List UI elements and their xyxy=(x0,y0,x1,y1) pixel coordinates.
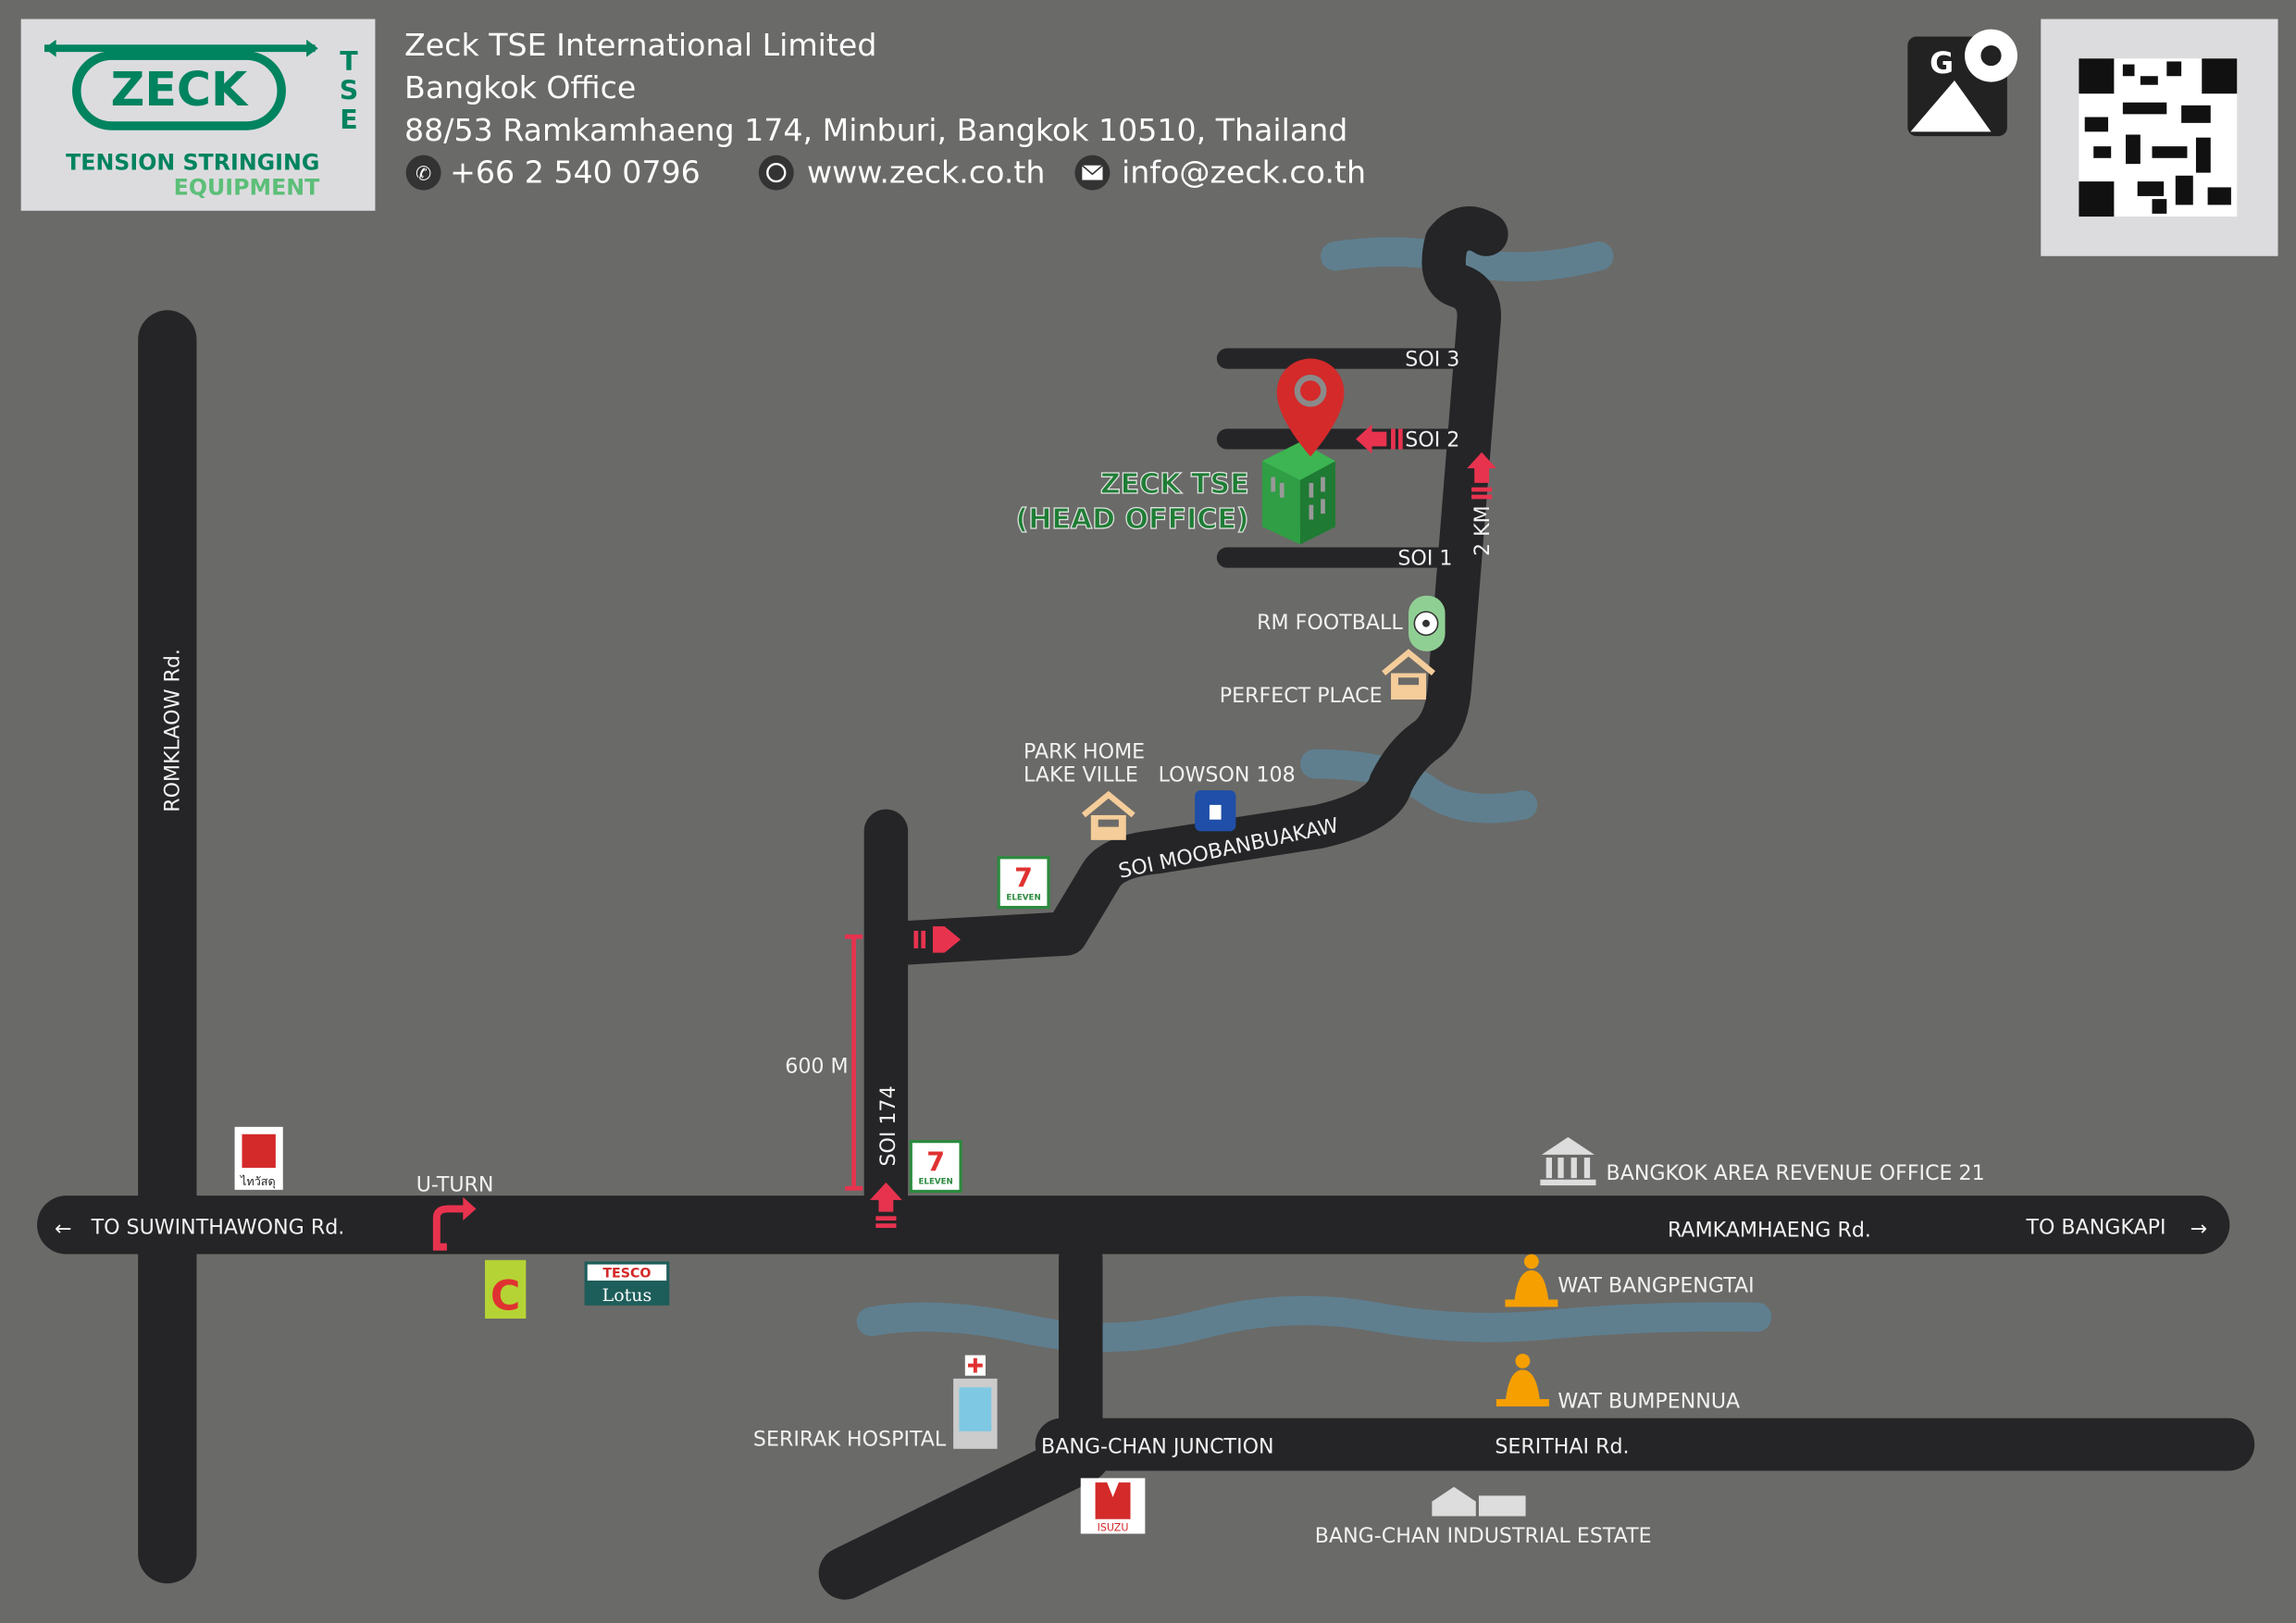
direction-arrows xyxy=(869,424,1496,1228)
svg-text:C: C xyxy=(490,1273,521,1320)
bigc-icon: C xyxy=(485,1259,527,1320)
landmark-park-home: PARK HOME xyxy=(1024,739,1145,763)
location-pin-icon xyxy=(1276,358,1345,457)
seven-eleven-wordmark: ELEVEN xyxy=(918,1178,952,1187)
landmark-wat-bangpengtai: WAT BANGPENGTAI xyxy=(1558,1274,1754,1298)
road-label-serithai: SERITHAI Rd. xyxy=(1495,1435,1629,1459)
svg-text:ISUZU: ISUZU xyxy=(1098,1521,1129,1533)
distance-2km: 2 KM xyxy=(1471,505,1495,556)
qr-code[interactable] xyxy=(2041,19,2278,256)
tesco-lotus-icon: TESCO Lotus xyxy=(584,1261,670,1306)
seven-eleven-icon: 7 ELEVEN xyxy=(909,1140,962,1194)
svg-text:S: S xyxy=(340,76,359,106)
road-label-romklaow: ROMKLAOW Rd. xyxy=(160,649,184,812)
landmark-industrial-estate: BANG-CHAN INDUSTRIAL ESTATE xyxy=(1315,1524,1652,1548)
direction-west: TO SUWINTHAWONG Rd. xyxy=(91,1215,345,1239)
svg-text:T: T xyxy=(340,46,358,77)
svg-text:ไทวัสดุ: ไทวัสดุ xyxy=(240,1174,276,1189)
isuzu-icon: ISUZU xyxy=(1080,1478,1146,1534)
email-icon xyxy=(1074,155,1111,191)
seven-eleven-wordmark: ELEVEN xyxy=(1006,894,1040,903)
uturn-label: U-TURN xyxy=(416,1172,494,1196)
thaiwatsadu-icon: ไทวัสดุ xyxy=(234,1126,283,1190)
website-link[interactable]: www.zeck.co.th xyxy=(807,155,1045,191)
landmark-serirak-hospital: SERIRAK HOSPITAL xyxy=(753,1428,947,1452)
house-icon xyxy=(1081,790,1136,840)
landmark-perfect-place: PERFECT PLACE xyxy=(1220,684,1383,708)
google-maps-icon[interactable]: G xyxy=(1907,29,2017,137)
temple-buddha-icon xyxy=(1505,1254,1558,1307)
email-link[interactable]: info@zeck.co.th xyxy=(1122,155,1366,191)
government-building-icon xyxy=(1540,1136,1596,1186)
distance-600m: 600 M xyxy=(785,1054,848,1078)
svg-text:ZECK: ZECK xyxy=(111,62,249,117)
road-label-soi3: SOI 3 xyxy=(1405,347,1459,371)
svg-text:Lotus: Lotus xyxy=(602,1285,652,1306)
uturn-icon xyxy=(432,1205,466,1251)
road-label-soi174: SOI 174 xyxy=(876,1085,900,1166)
svg-text:7: 7 xyxy=(926,1146,945,1177)
destination-name: ZECK TSE xyxy=(1100,468,1249,501)
temple-buddha-icon xyxy=(1496,1353,1549,1406)
road-label-soi2: SOI 2 xyxy=(1405,427,1459,452)
office-name: Bangkok Office xyxy=(404,69,636,105)
svg-text:7: 7 xyxy=(1014,862,1033,893)
house-icon xyxy=(1382,649,1435,700)
svg-text:TESCO: TESCO xyxy=(602,1267,651,1282)
landmark-lake-ville: LAKE VILLE xyxy=(1024,763,1138,787)
river-bottom xyxy=(856,1295,1772,1353)
globe-icon xyxy=(758,155,794,191)
company-name: Zeck TSE International Limited xyxy=(404,27,876,63)
arrow-right-icon: → xyxy=(2191,1217,2208,1241)
road-label-ramkamhaeng: RAMKAMHAENG Rd. xyxy=(1668,1218,1871,1242)
address: 88/53 Ramkamhaeng 174, Minburi, Bangkok … xyxy=(404,112,1347,148)
company-logo: ZECK T S E TENSION STRINGING EQUIPMENT xyxy=(20,19,376,211)
distance-600m-marker xyxy=(845,934,863,1191)
landmark-wat-bumpennua: WAT BUMPENNUA xyxy=(1558,1390,1740,1414)
phone-icon: ✆ xyxy=(405,155,441,191)
landmark-rm-football: RM FOOTBALL xyxy=(1257,611,1403,635)
seven-eleven-icon: 7 ELEVEN xyxy=(997,856,1050,910)
phone-number[interactable]: +66 2 540 0796 xyxy=(450,155,701,191)
svg-text:E: E xyxy=(340,105,357,135)
arrow-left-icon: ← xyxy=(55,1217,72,1241)
svg-text:EQUIPMENT: EQUIPMENT xyxy=(174,174,320,200)
office-building-icon xyxy=(1261,441,1335,545)
roads xyxy=(37,206,2255,1600)
svg-text:✆: ✆ xyxy=(416,163,431,185)
river-mid xyxy=(1299,749,1538,824)
hospital-icon xyxy=(953,1355,998,1449)
factory-icon xyxy=(1432,1486,1526,1517)
landmark-revenue-office: BANGKOK AREA REVENUE OFFICE 21 xyxy=(1607,1161,1985,1185)
landmark-lawson: LOWSON 108 xyxy=(1159,763,1296,787)
svg-text:G: G xyxy=(1930,47,1954,81)
road-label-soi1: SOI 1 xyxy=(1397,546,1452,570)
football-icon xyxy=(1409,595,1446,651)
river-top xyxy=(1321,237,1614,282)
lawson-store-icon xyxy=(1195,790,1236,832)
direction-east: TO BANGKAPI xyxy=(2025,1215,2166,1239)
destination-subtitle: (HEAD OFFICE) xyxy=(1015,503,1248,536)
svg-text:TENSION STRINGING: TENSION STRINGING xyxy=(66,149,319,175)
landmark-bang-chan-junction: BANG-CHAN JUNCTION xyxy=(1041,1435,1274,1459)
